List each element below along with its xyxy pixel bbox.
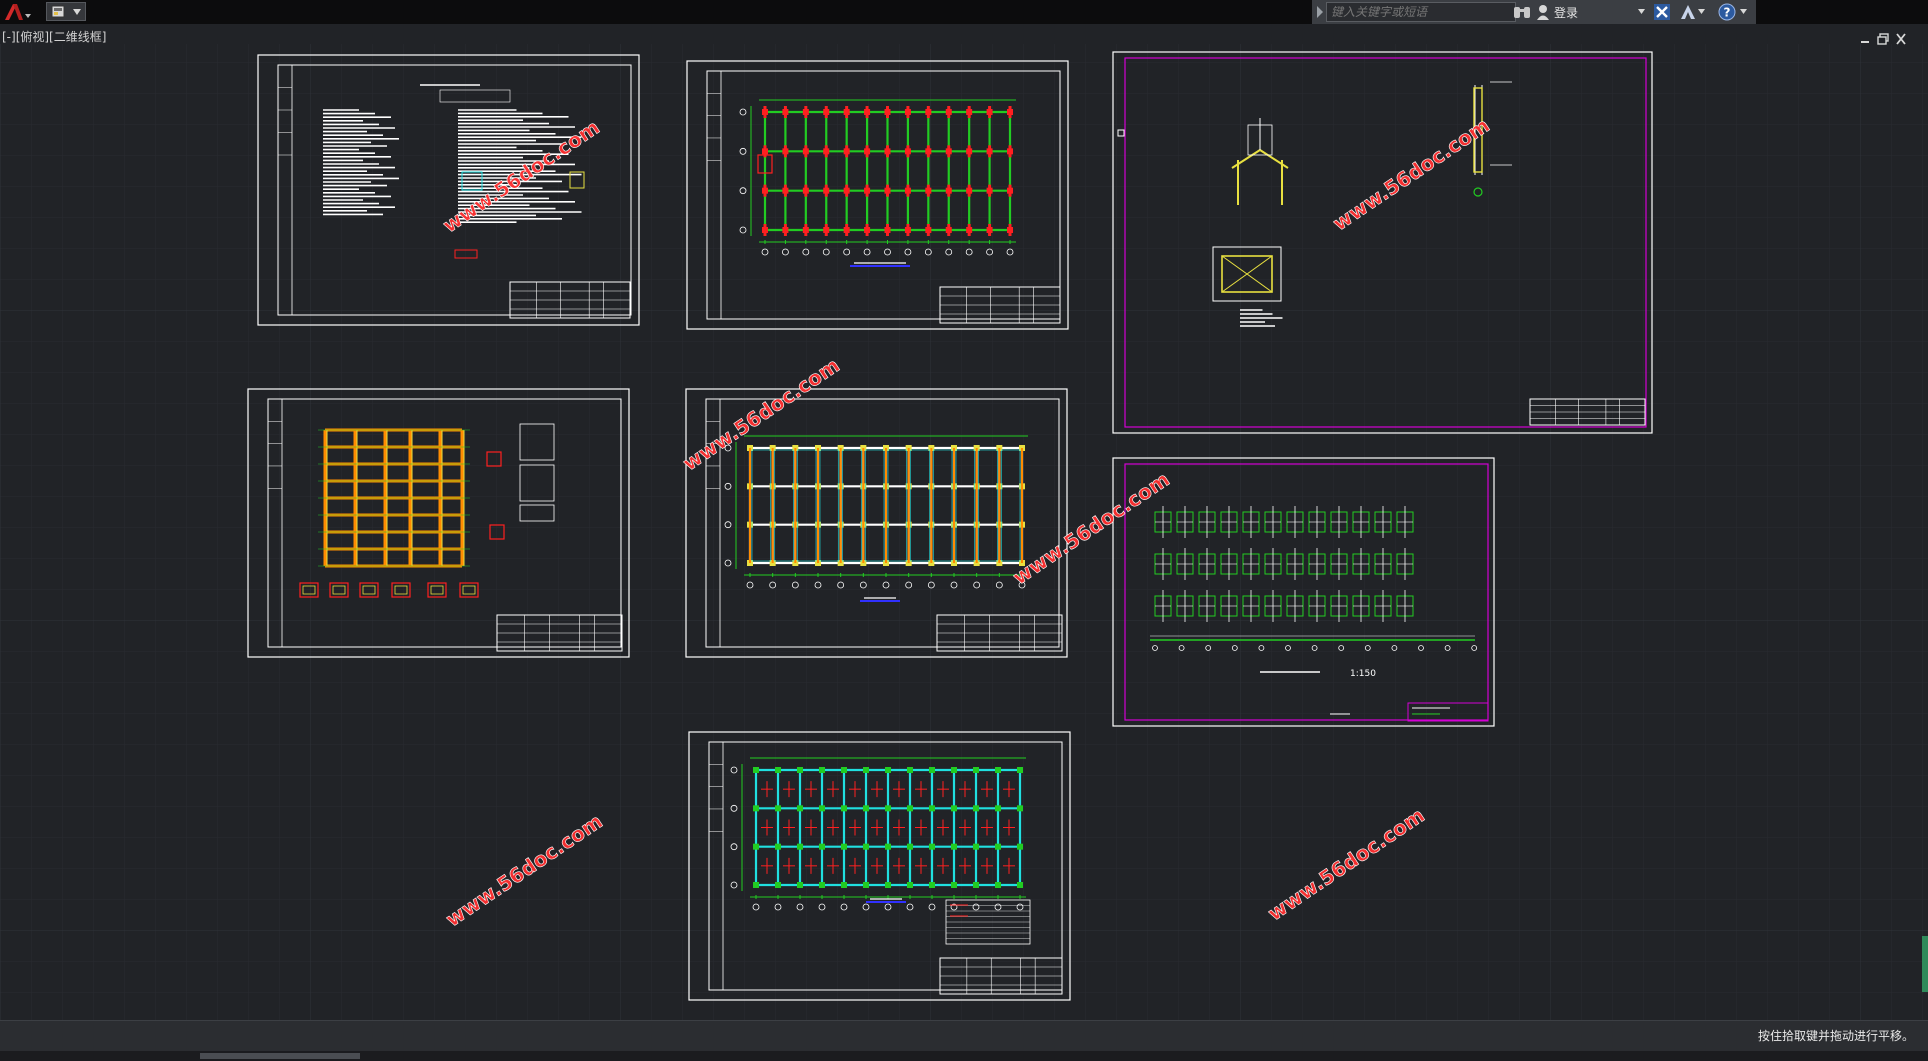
horizontal-scrollbar[interactable] (0, 1051, 1928, 1061)
search-input[interactable] (1326, 2, 1516, 22)
infocenter-bar: 登录 ? (1312, 0, 1756, 24)
svg-text:?: ? (1724, 6, 1731, 20)
side-panel-tab[interactable] (1922, 936, 1928, 992)
chevron-down-icon[interactable] (73, 9, 81, 15)
login-label[interactable]: 登录 (1554, 6, 1579, 20)
sheet-column-details[interactable] (1112, 51, 1653, 434)
sheet-foundation-plan[interactable] (686, 60, 1069, 330)
minimize-icon[interactable] (1858, 33, 1872, 45)
scale-label: 1:150 (1350, 669, 1376, 679)
user-icon[interactable] (1536, 4, 1550, 20)
sheet-design-notes[interactable] (257, 54, 640, 326)
chevron-right-icon[interactable] (1316, 6, 1324, 18)
status-bar: 按住拾取键并拖动进行平移。 (0, 1020, 1928, 1061)
quick-access-icon[interactable] (51, 5, 65, 18)
drawing-sheets (247, 51, 1653, 1001)
title-bar: 登录 ? (0, 0, 1928, 24)
binoculars-icon[interactable] (1512, 4, 1532, 20)
chevron-down-icon[interactable] (1638, 9, 1645, 14)
help-icon[interactable]: ? (1718, 3, 1736, 21)
sheet-framing-plan[interactable] (685, 388, 1068, 658)
chevron-down-icon[interactable] (1698, 9, 1705, 14)
sheet-frame-elevation[interactable] (247, 388, 630, 658)
close-icon[interactable] (1894, 33, 1908, 45)
scrollbar-thumb[interactable] (200, 1053, 360, 1059)
sheet-slab-plan[interactable] (688, 731, 1071, 1001)
sheet-reinforcement-plan[interactable] (1112, 457, 1495, 727)
status-message: 按住拾取键并拖动进行平移。 (1757, 1029, 1914, 1043)
exchange-icon[interactable] (1654, 4, 1670, 20)
chevron-down-icon[interactable] (1740, 9, 1747, 14)
autodesk-a360-icon[interactable] (1680, 4, 1696, 20)
viewport-label[interactable]: [-][俯视][二维线框] (2, 30, 107, 44)
model-space-canvas[interactable]: www.56doc.comwww.56doc.comwww.56doc.comw… (0, 44, 1928, 1020)
quick-access-toolbar[interactable] (46, 2, 86, 21)
autocad-logo-icon[interactable] (3, 2, 33, 22)
